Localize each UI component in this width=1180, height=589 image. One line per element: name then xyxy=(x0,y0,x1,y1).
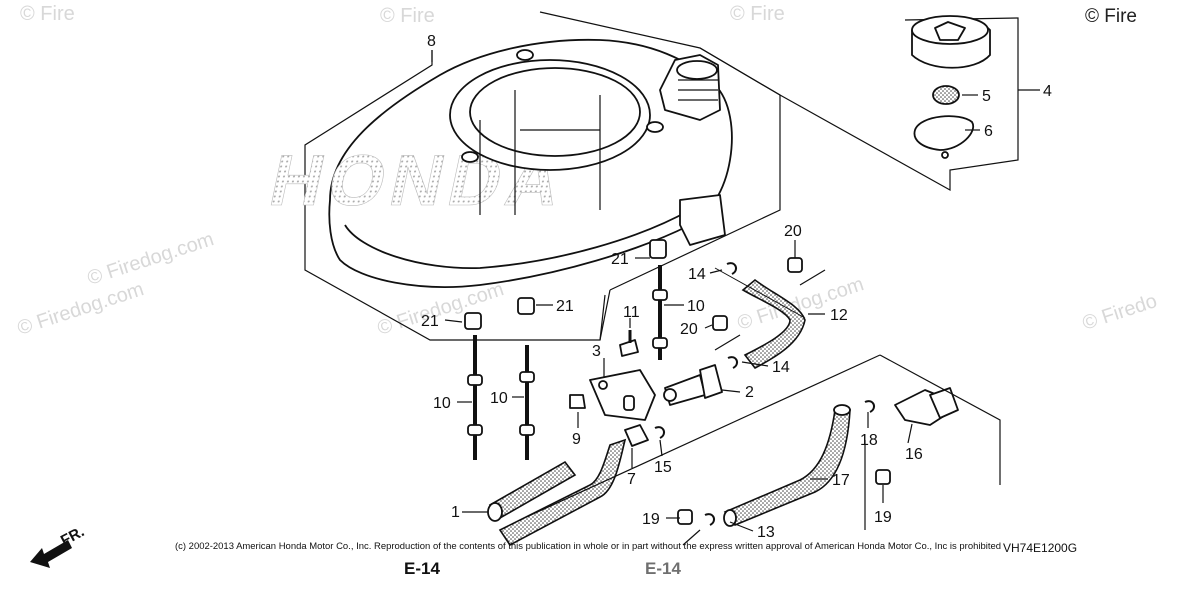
hoses xyxy=(487,278,851,547)
hose-clips xyxy=(624,257,891,526)
label-part-6: 6 xyxy=(984,123,993,140)
lower-frame-lines xyxy=(519,267,1001,546)
watermark-top-right: © Fire xyxy=(1085,6,1137,27)
label-part-21-middle: 21 xyxy=(556,298,574,315)
label-part-2: 2 xyxy=(745,384,754,401)
part-labels: 1 2 3 4 5 6 7 8 9 10 10 10 11 12 13 14 1… xyxy=(421,33,1052,541)
label-part-4: 4 xyxy=(1043,83,1052,100)
watermark-top-middle-b: © Fire xyxy=(730,3,785,25)
grommets xyxy=(464,239,667,330)
label-part-10-middle: 10 xyxy=(490,390,508,407)
label-part-20-upper: 20 xyxy=(784,223,802,240)
label-part-16: 16 xyxy=(905,446,923,463)
label-part-8: 8 xyxy=(427,33,436,50)
copyright-notice: (c) 2002-2013 American Honda Motor Co., … xyxy=(175,541,1001,551)
watermark-top-left: © Fire xyxy=(20,3,75,25)
label-part-10-left: 10 xyxy=(433,395,451,412)
label-part-12: 12 xyxy=(830,307,848,324)
label-part-11: 11 xyxy=(623,304,640,321)
watermark-left-upper: © Firedog.com xyxy=(85,228,217,290)
studs xyxy=(467,265,668,460)
reference-left: E-14 xyxy=(404,559,440,578)
label-part-14-lower: 14 xyxy=(772,359,790,376)
fuel-filter xyxy=(894,387,959,426)
label-part-13: 13 xyxy=(757,524,775,541)
label-part-5: 5 xyxy=(982,88,991,105)
watermark-top-middle-a: © Fire xyxy=(380,5,435,27)
label-part-17: 17 xyxy=(832,472,850,489)
fuel-tank: HONDA xyxy=(263,38,733,288)
fuel-cap-assembly xyxy=(779,15,1019,192)
watermark-right-edge: © Firedo xyxy=(1080,290,1160,335)
leader-lines xyxy=(431,50,1040,532)
label-part-10-right: 10 xyxy=(687,298,705,315)
watermark-left: © Firedog.com xyxy=(15,278,147,340)
label-part-19-right: 19 xyxy=(874,509,892,526)
label-part-9: 9 xyxy=(572,431,581,448)
label-part-14-upper: 14 xyxy=(688,266,706,283)
footer: (c) 2002-2013 American Honda Motor Co., … xyxy=(175,541,1077,578)
label-part-3: 3 xyxy=(592,343,601,360)
label-part-18: 18 xyxy=(860,432,878,449)
label-part-20-lower: 20 xyxy=(680,321,698,338)
label-part-21-left: 21 xyxy=(421,313,439,330)
front-direction-marker: FR. xyxy=(30,523,87,568)
diagram-code: VH74E1200G xyxy=(1003,541,1077,555)
bracket-group xyxy=(569,330,656,421)
reference-right: E-14 xyxy=(645,559,681,578)
label-part-1: 1 xyxy=(451,504,460,521)
label-part-19-left: 19 xyxy=(642,511,660,528)
label-part-15: 15 xyxy=(654,459,672,476)
fuel-valve xyxy=(663,364,723,406)
label-part-21-right: 21 xyxy=(611,251,629,268)
label-part-7: 7 xyxy=(627,471,636,488)
